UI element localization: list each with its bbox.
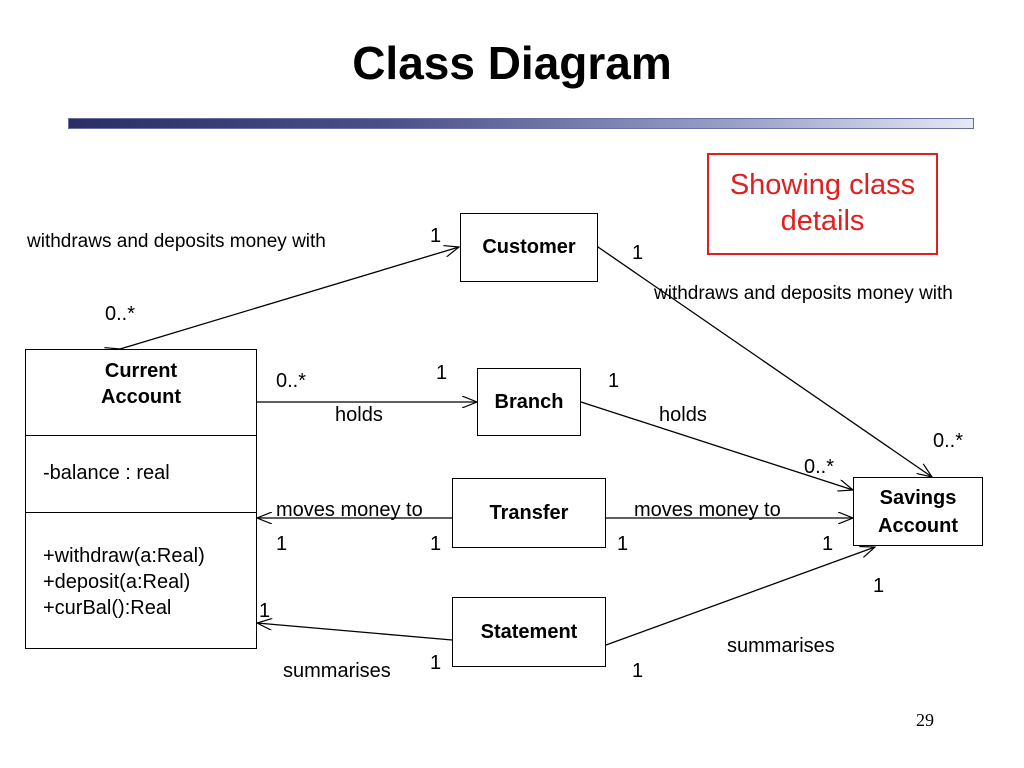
- mult-transfer-savings-transfer: 1: [617, 533, 629, 555]
- slide-title: Class Diagram: [352, 37, 672, 89]
- class-current-account-operations: +withdraw(a:Real) +deposit(a:Real) +curB…: [26, 513, 256, 621]
- mult-statement-savings-savings: 1: [873, 575, 885, 597]
- operation-deposit: +deposit(a:Real): [43, 571, 191, 593]
- label-customer-savings: withdraws and deposits money with: [654, 283, 953, 304]
- mult-branch-savings-branch: 1: [608, 370, 620, 392]
- class-savings-account[interactable]: Savings Account: [853, 477, 983, 546]
- line-statement-savings: [605, 547, 875, 646]
- class-current-account-name-line1: Current: [104, 360, 178, 382]
- line-statement-current: [257, 623, 453, 641]
- class-transfer-name: Transfer: [489, 501, 569, 524]
- mult-customer-savings-savings: 0..*: [933, 430, 964, 452]
- mult-transfer-current-transfer: 1: [430, 533, 442, 555]
- operation-curbal: +curBal():Real: [43, 597, 172, 619]
- class-statement-name: Statement: [480, 620, 578, 643]
- line-customer-current: [120, 247, 459, 349]
- class-current-account-name-compartment: Current Account: [26, 350, 256, 436]
- mult-statement-current-statement: 1: [430, 652, 442, 674]
- label-branch-current: holds: [335, 404, 383, 426]
- mult-customer-current-current: 0..*: [105, 303, 136, 325]
- class-customer-name: Customer: [482, 236, 576, 258]
- label-customer-current: withdraws and deposits money with: [27, 231, 326, 252]
- label-statement-current: summarises: [283, 660, 391, 682]
- mult-customer-current-customer: 1: [430, 225, 442, 247]
- class-statement[interactable]: Statement: [452, 597, 606, 667]
- mult-transfer-current-current: 1: [276, 533, 288, 555]
- line-branch-savings: [581, 402, 853, 490]
- label-branch-savings: holds: [659, 404, 707, 426]
- class-current-account-name-line2: Account: [101, 386, 181, 408]
- class-customer[interactable]: Customer: [460, 213, 598, 282]
- label-transfer-savings: moves money to: [634, 499, 781, 521]
- mult-customer-savings-customer: 1: [632, 242, 644, 264]
- title-divider: [68, 118, 974, 129]
- operation-withdraw: +withdraw(a:Real): [43, 545, 205, 567]
- class-transfer[interactable]: Transfer: [452, 478, 606, 548]
- line-customer-savings: [598, 247, 932, 477]
- label-transfer-current: moves money to: [276, 499, 423, 521]
- mult-statement-savings-statement: 1: [632, 660, 644, 682]
- mult-statement-current-current: 1: [259, 600, 271, 622]
- page-number: 29: [916, 710, 934, 730]
- mult-branch-savings-savings: 0..*: [804, 456, 835, 478]
- mult-transfer-savings-savings: 1: [822, 533, 834, 555]
- class-current-account[interactable]: Current Account -balance : real +withdra…: [25, 349, 257, 649]
- class-current-account-attributes: -balance : real: [26, 436, 256, 513]
- class-branch[interactable]: Branch: [477, 368, 581, 436]
- class-savings-account-name: Savings Account: [878, 486, 958, 537]
- mult-branch-current-current: 0..*: [276, 370, 307, 392]
- label-statement-savings: summarises: [727, 635, 835, 657]
- mult-branch-current-branch: 1: [436, 362, 448, 384]
- attribute-balance: -balance : real: [43, 462, 170, 484]
- class-branch-name: Branch: [494, 390, 564, 413]
